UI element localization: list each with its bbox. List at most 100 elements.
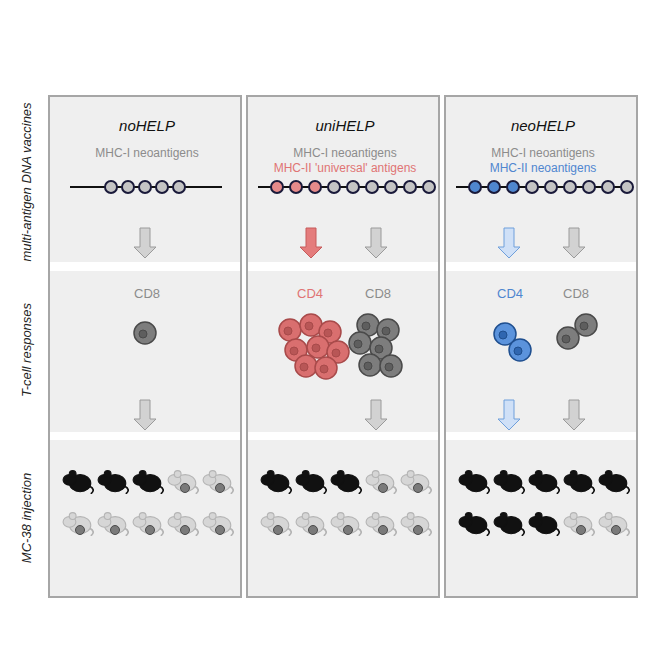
panel-heading: uniHELP xyxy=(315,117,374,134)
block-arrow xyxy=(134,228,156,258)
antigen-bead xyxy=(328,181,340,193)
antigen-bead xyxy=(271,181,283,193)
mouse xyxy=(296,513,326,536)
mouse xyxy=(98,471,128,494)
cell-nucleus xyxy=(362,322,370,330)
mouse xyxy=(331,513,361,536)
t-cell xyxy=(295,355,317,377)
cell-nucleus xyxy=(300,363,308,371)
block-arrow xyxy=(498,228,520,258)
mouse xyxy=(63,471,93,494)
cell-nucleus xyxy=(324,329,332,337)
tumor xyxy=(216,484,225,493)
cell-nucleus xyxy=(312,344,320,352)
t-cell xyxy=(315,357,337,379)
cell-nucleus xyxy=(514,347,522,355)
tumor xyxy=(344,526,353,535)
panel-heading: noHELP xyxy=(119,117,175,134)
antigen-bead xyxy=(366,181,378,193)
block-arrow xyxy=(563,400,585,430)
t-cell xyxy=(509,339,531,361)
mouse xyxy=(261,471,291,494)
tumor xyxy=(76,526,85,535)
mouse xyxy=(133,513,163,536)
block-arrow xyxy=(498,400,520,430)
mouse xyxy=(63,513,93,536)
antigen-bead xyxy=(105,181,117,193)
antigen-bead xyxy=(139,181,151,193)
antigen-bead xyxy=(385,181,397,193)
mouse xyxy=(168,513,198,536)
cell-nucleus xyxy=(354,340,362,348)
tumor xyxy=(379,526,388,535)
row-band xyxy=(0,432,664,440)
antigen-bead xyxy=(423,181,435,193)
cell-nucleus xyxy=(499,331,507,339)
mouse xyxy=(564,513,594,536)
antigen-bead xyxy=(583,181,595,193)
cell-nucleus xyxy=(375,345,383,353)
cell-nucleus xyxy=(284,327,292,335)
tumor xyxy=(216,526,225,535)
mouse xyxy=(366,513,396,536)
cell-nucleus xyxy=(562,335,570,343)
antigen-bead xyxy=(309,181,321,193)
antigen-bead xyxy=(347,181,359,193)
cell-nucleus xyxy=(332,349,340,357)
antigen-bead xyxy=(469,181,481,193)
cell-label: CD8 xyxy=(134,287,160,302)
cell-label: CD4 xyxy=(297,287,323,302)
mouse xyxy=(459,471,489,494)
mouse xyxy=(564,471,594,494)
row-band xyxy=(0,262,664,271)
condition-panel: uniHELPMHC-I neoantigensMHC-II 'universa… xyxy=(246,95,440,598)
mouse xyxy=(494,513,524,536)
mouse xyxy=(168,471,198,494)
mouse xyxy=(98,513,128,536)
antigen-bead xyxy=(602,181,614,193)
antigen-label: MHC-II neoantigens xyxy=(490,162,597,176)
cell-nucleus xyxy=(139,330,147,338)
antigen-label: MHC-I neoantigens xyxy=(95,147,198,161)
block-arrow xyxy=(365,228,387,258)
cell-nucleus xyxy=(305,322,313,330)
antigen-bead xyxy=(156,181,168,193)
antigen-bead xyxy=(404,181,416,193)
tumor xyxy=(181,526,190,535)
antigen-bead xyxy=(488,181,500,193)
mouse xyxy=(203,513,233,536)
mouse xyxy=(203,471,233,494)
mouse xyxy=(401,513,431,536)
mouse xyxy=(366,471,396,494)
mouse xyxy=(133,471,163,494)
tumor xyxy=(379,484,388,493)
antigen-bead xyxy=(122,181,134,193)
mouse xyxy=(529,471,559,494)
antigen-bead xyxy=(526,181,538,193)
row-label: T-cell responses xyxy=(19,303,34,397)
cell-nucleus xyxy=(382,327,390,335)
mouse xyxy=(261,513,291,536)
antigen-bead xyxy=(621,181,633,193)
t-cell xyxy=(307,336,329,358)
antigen-bead xyxy=(545,181,557,193)
cell-nucleus xyxy=(364,362,372,370)
block-arrow xyxy=(563,228,585,258)
antigen-bead xyxy=(507,181,519,193)
t-cell xyxy=(279,319,301,341)
mouse xyxy=(494,471,524,494)
t-cell xyxy=(134,322,156,344)
t-cell xyxy=(359,354,381,376)
tumor xyxy=(414,484,423,493)
tumor xyxy=(577,526,586,535)
tumor xyxy=(309,526,318,535)
t-cell xyxy=(380,355,402,377)
t-cell xyxy=(575,314,597,336)
mouse xyxy=(459,513,489,536)
tumor xyxy=(414,526,423,535)
tumor xyxy=(612,526,621,535)
mouse xyxy=(296,471,326,494)
antigen-bead xyxy=(564,181,576,193)
cell-nucleus xyxy=(290,347,298,355)
